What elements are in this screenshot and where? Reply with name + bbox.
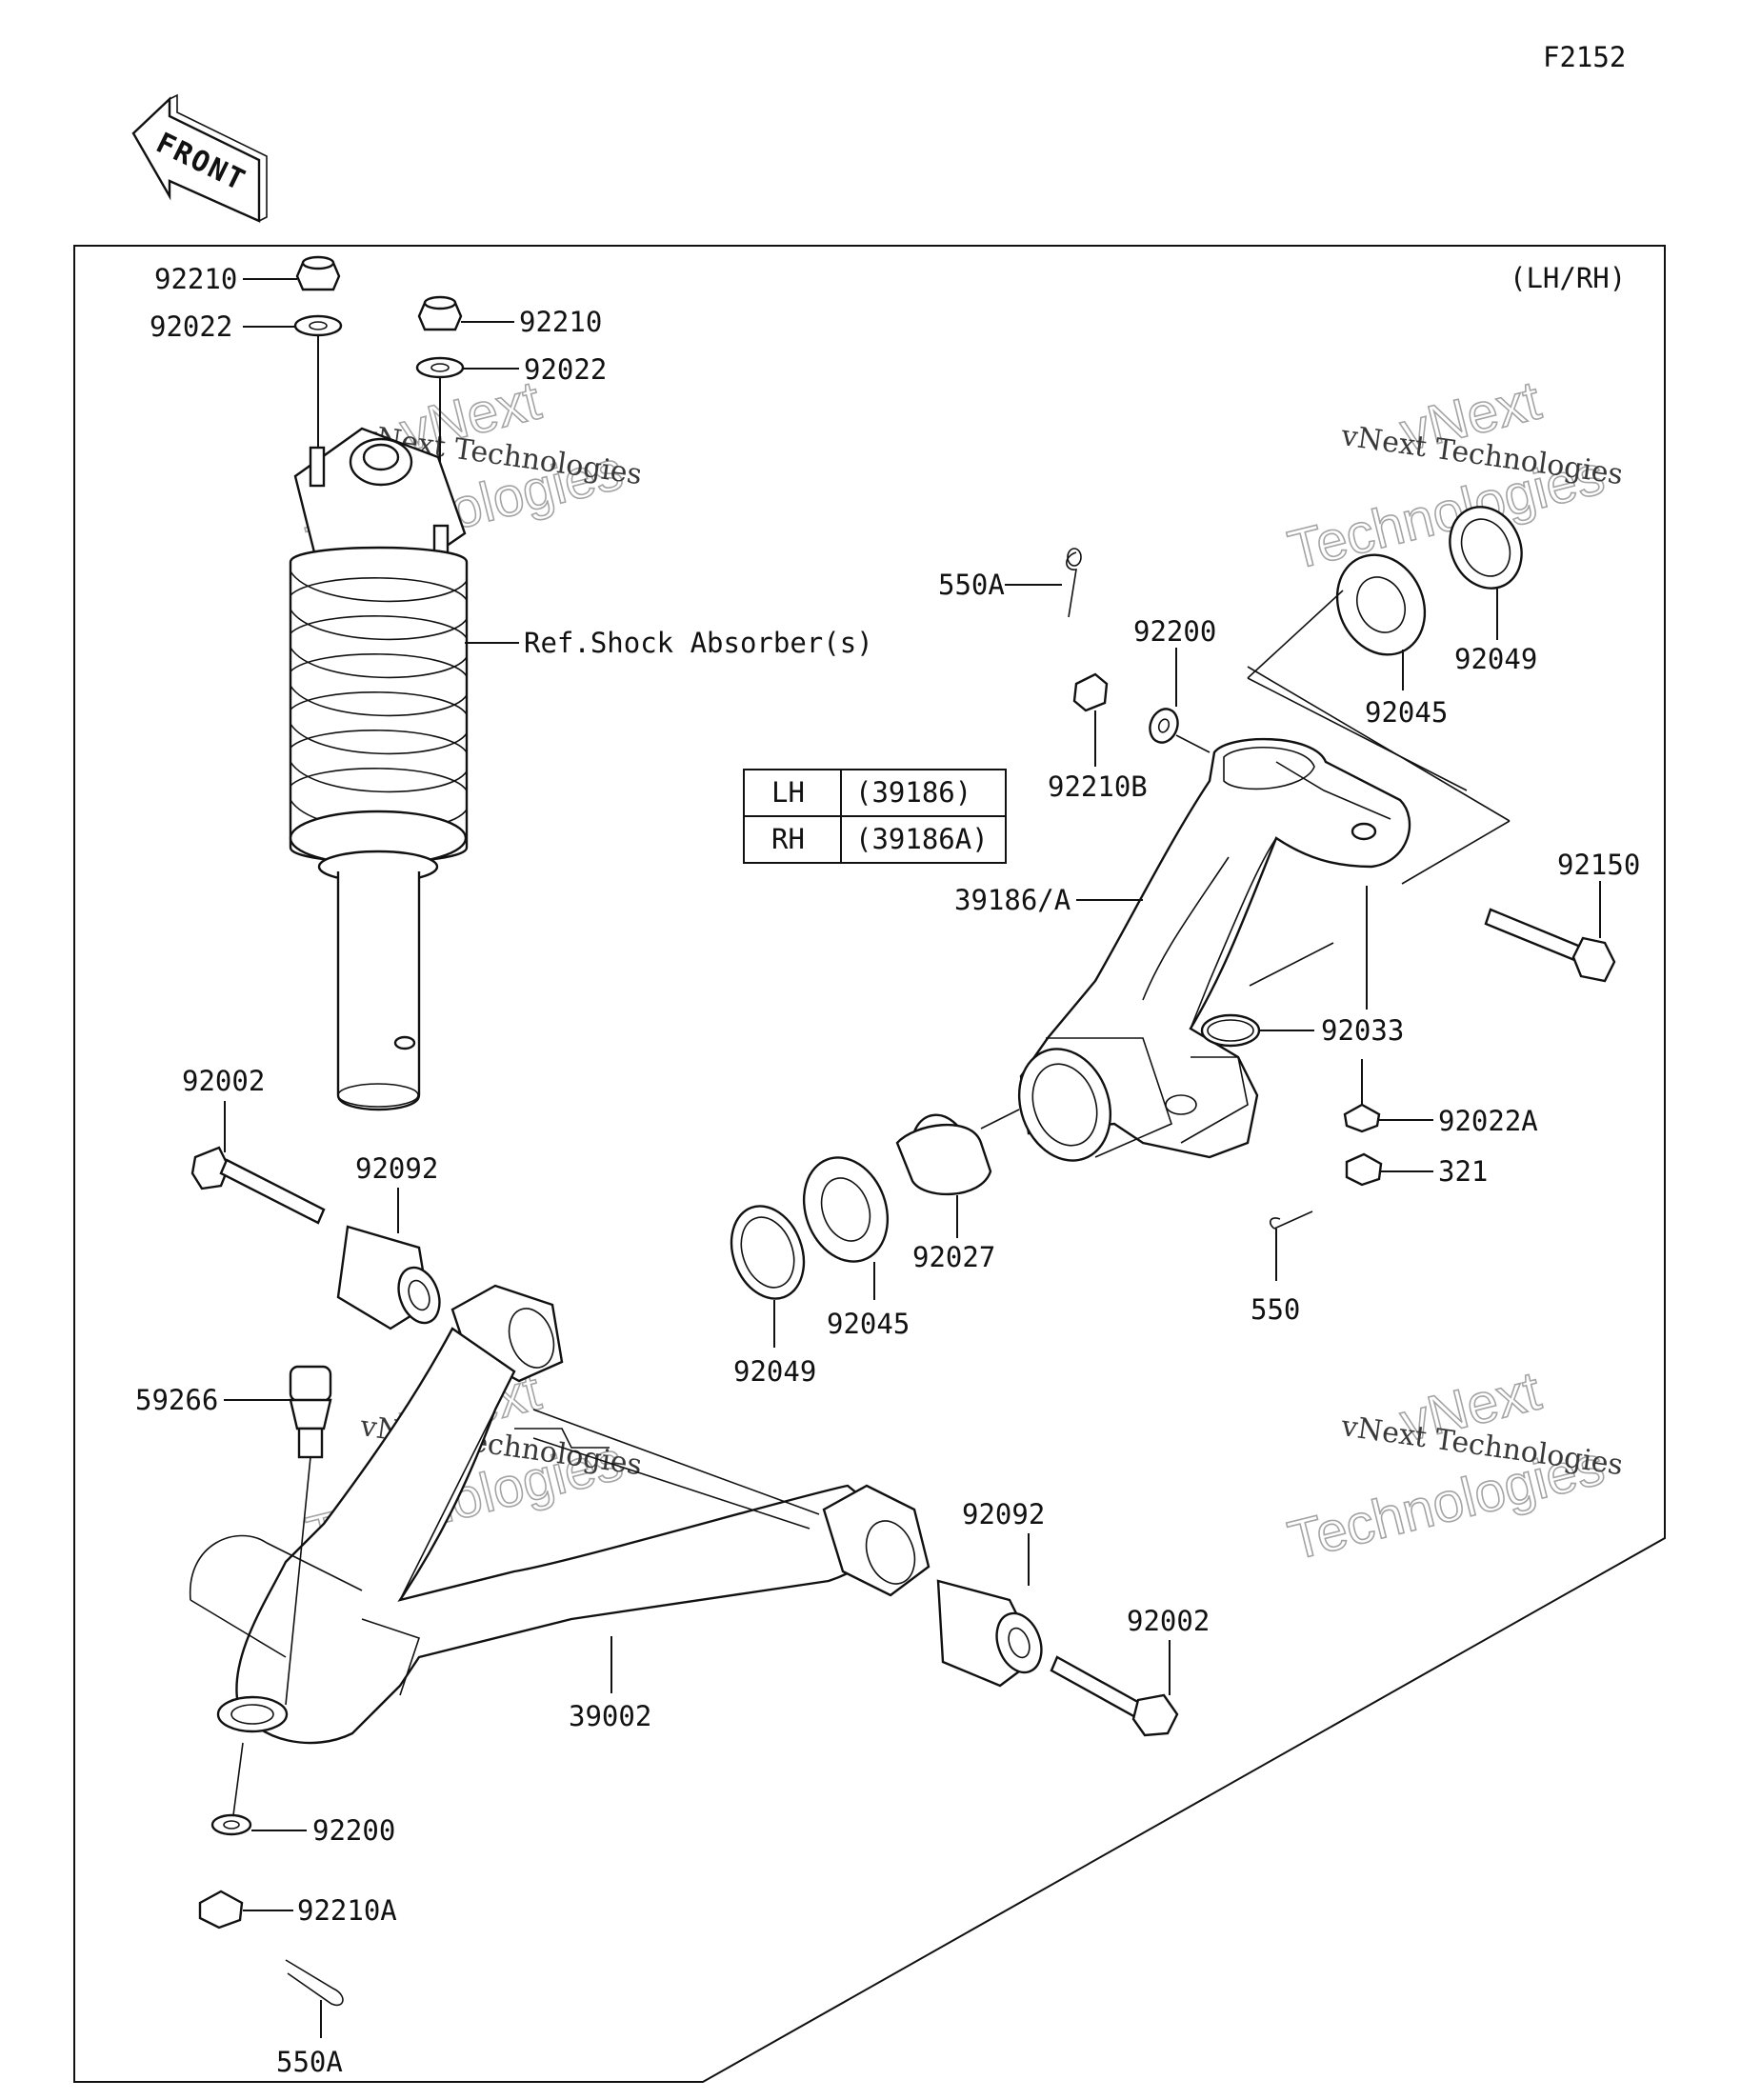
callout: 92022A <box>1438 1105 1538 1137</box>
shock-absorber <box>289 255 469 1111</box>
steering-knuckle <box>730 506 1616 1300</box>
callout: 39002 <box>569 1700 651 1732</box>
front-arrow-icon: FRONT <box>131 93 268 223</box>
table-lh-part: (39186) <box>855 776 971 809</box>
diagram-border <box>73 245 1666 2083</box>
callout: 92200 <box>312 1814 395 1847</box>
callout: 92045 <box>827 1308 910 1340</box>
callout: 92210 <box>519 306 602 338</box>
leader-lines <box>224 278 1601 2038</box>
callout: 92210 <box>154 263 237 295</box>
side-note: (LH/RH) <box>1510 262 1626 294</box>
table-lh-side: LH <box>771 776 805 809</box>
callout: 92210B <box>1048 770 1148 803</box>
callout: 550A <box>938 569 1005 601</box>
callout: 550 <box>1251 1293 1300 1326</box>
callout: 321 <box>1438 1155 1488 1188</box>
callout: 92022 <box>150 310 232 343</box>
callout-labels: Ref.Shock Absorber(s) 92210 92022 92210 … <box>135 263 1640 2078</box>
callout: Ref.Shock Absorber(s) <box>524 627 873 659</box>
callout: 92049 <box>733 1355 816 1388</box>
callout: 92150 <box>1557 849 1640 881</box>
lower-a-arm <box>190 1146 1179 2007</box>
callout: 59266 <box>135 1384 218 1416</box>
callout: 39186/A <box>954 884 1071 916</box>
callout: 92092 <box>355 1152 438 1185</box>
callout: 92092 <box>962 1498 1045 1530</box>
callout: 92022 <box>524 353 607 386</box>
callout: 92002 <box>182 1065 265 1097</box>
callout: 92045 <box>1365 696 1448 729</box>
callout: 550A <box>276 2046 343 2078</box>
callout: 92002 <box>1127 1605 1210 1637</box>
callout: 92033 <box>1321 1014 1404 1047</box>
variant-table: LH (39186) RH (39186A) <box>743 769 1007 864</box>
callout: 92049 <box>1454 643 1537 675</box>
callout: 92027 <box>912 1241 995 1273</box>
figure-code: F2152 <box>1543 41 1626 73</box>
table-rh-part: (39186A) <box>855 823 989 855</box>
callout: 92200 <box>1133 615 1216 648</box>
table-rh-side: RH <box>771 823 805 855</box>
callout: 92210A <box>297 1894 397 1927</box>
